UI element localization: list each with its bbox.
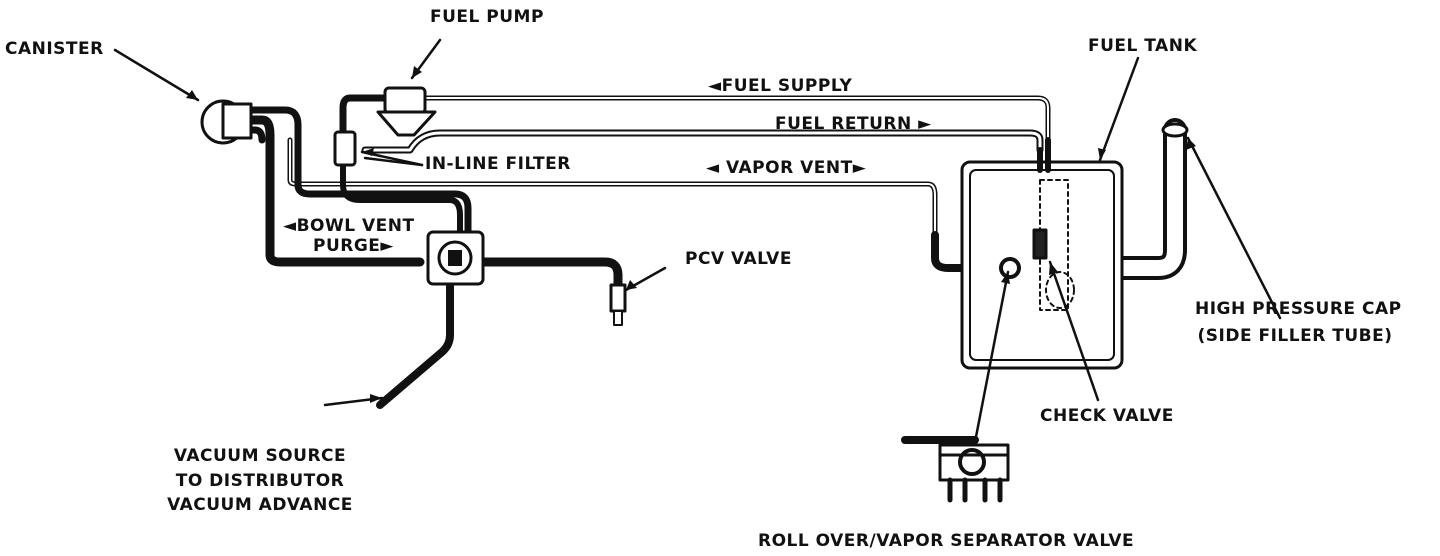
vapor-vent-label: ◄ VAPOR VENT► <box>706 157 866 179</box>
left-arrow-icon: ◄ <box>706 158 720 178</box>
side-filler-tube-label: (SIDE FILLER TUBE) <box>1197 326 1393 346</box>
canister-label: CANISTER <box>5 39 104 59</box>
right-arrow-icon: ► <box>852 158 867 178</box>
filter-carb-hose <box>340 162 463 235</box>
fuel-return-label: FUEL RETURN ► <box>775 113 932 135</box>
right-arrow-icon: ► <box>918 114 932 134</box>
high-pressure-cap-label: HIGH PRESSURE CAP <box>1195 299 1402 319</box>
check-valve-body <box>1032 228 1048 260</box>
fuel-pump-label: FUEL PUMP <box>430 7 544 27</box>
fuel-tank <box>960 160 1124 370</box>
fuel-pump <box>383 86 427 115</box>
fuel-return-line <box>361 129 1044 154</box>
fuel-return-text: FUEL RETURN <box>775 114 912 134</box>
left-arrow-icon: ◄ <box>283 216 297 236</box>
purge-text: PURGE <box>313 236 381 256</box>
bowl-vent-label: ◄BOWL VENT <box>283 215 415 237</box>
vacuum-source-label-3: VACUUM ADVANCE <box>167 495 353 515</box>
check-valve-label: CHECK VALVE <box>1040 406 1174 426</box>
fuel-tank-label: FUEL TANK <box>1088 36 1198 56</box>
in-line-filter <box>333 130 357 167</box>
pcv-valve-label: PCV VALVE <box>685 249 792 269</box>
purge-line <box>245 115 425 267</box>
left-arrow-icon: ◄ <box>708 76 722 96</box>
purge-label: PURGE► <box>313 235 394 257</box>
fuel-supply-text: FUEL SUPPLY <box>721 76 853 96</box>
pcv-valve <box>609 283 627 313</box>
bowl-vent-line <box>246 106 472 236</box>
fuel-supply-label: ◄FUEL SUPPLY <box>708 75 852 97</box>
vacuum-line <box>376 281 454 409</box>
vapor-vent-text: VAPOR VENT <box>726 158 853 178</box>
in-line-filter-label: IN-LINE FILTER <box>425 154 571 174</box>
vacuum-source-label-1: VACUUM SOURCE <box>173 446 347 466</box>
rollover-valve-label: ROLL OVER/VAPOR SEPARATOR VALVE <box>758 531 1135 551</box>
rollover-valve-tank <box>999 257 1021 279</box>
pump-filter-hose <box>339 94 389 136</box>
rollover-valve-detail <box>901 436 1010 503</box>
bowl-vent-text: BOWL VENT <box>296 216 415 236</box>
pcv-line <box>477 257 623 290</box>
right-arrow-icon: ► <box>380 236 394 256</box>
vacuum-source-label-2: TO DISTRIBUTOR <box>175 471 345 491</box>
